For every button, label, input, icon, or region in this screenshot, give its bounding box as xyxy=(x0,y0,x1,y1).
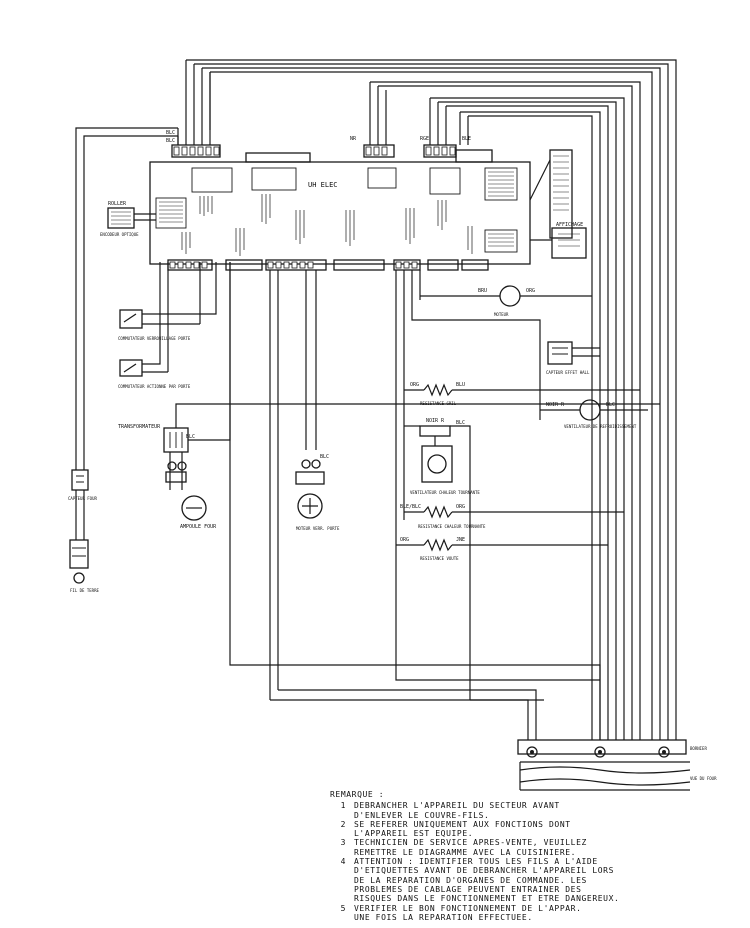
heating-elements: BRU ORG MOTEUR ORG BLU RESISTANCE GRIL N… xyxy=(395,270,640,700)
ampoule-label: AMPOULE FOUR xyxy=(180,524,217,530)
wire-label-bru: BRU xyxy=(478,288,487,294)
note-number: 1 xyxy=(340,801,346,811)
top-bus-wires xyxy=(75,59,677,740)
moteur-verr-label: MOTEUR VERR. PORTE xyxy=(296,526,340,531)
bornier-label: BORNIER xyxy=(690,746,707,751)
wire-label-blc: BLC xyxy=(186,434,195,440)
note-text: VERIFIER LE BON FONCTIONNEMENT DE L'APPA… xyxy=(354,903,582,922)
top-connectors xyxy=(171,144,493,163)
left-components: COMMUTATEUR VERROUILLAGE PORTE COMMUTATE… xyxy=(68,262,660,593)
note-number: 2 xyxy=(340,819,346,829)
wire-label-org: ORG xyxy=(526,288,535,294)
notes-title: REMARQUE : xyxy=(330,790,385,799)
wire-label-vent-blc: BLC xyxy=(456,420,465,426)
wire-label-moteur: BLC xyxy=(320,454,329,460)
note-number: 5 xyxy=(340,903,346,913)
wire-label-vr-noir: NOIR R xyxy=(546,402,565,408)
wire-label-rct-org: ORG xyxy=(456,504,465,510)
ventilateur-chaleur-label: VENTILATEUR CHALEUR TOURNANTE xyxy=(410,490,480,495)
bus-label-blc-2: BLC xyxy=(166,138,175,144)
resistance-voute-label: RESISTANCE VOUTE xyxy=(420,556,459,561)
ventilateur-refroid-label: VENTILATEUR DE REFROIDISSEMENT xyxy=(564,424,637,429)
note-number: 4 xyxy=(340,857,346,867)
note-text: TECHNICIEN DE SERVICE APRES-VENTE, VEUIL… xyxy=(354,838,587,857)
resistance-chaleur-label: RESISTANCE CHALEUR TOURNANTE xyxy=(418,524,486,529)
affichage-label: AFFICHAGE xyxy=(556,222,583,228)
board-title: UH ELEC xyxy=(308,181,338,189)
bornier: BORNIER VUE DU FOUR xyxy=(517,739,717,791)
note-text: ATTENTION : IDENTIFIER TOUS LES FILS A L… xyxy=(354,857,620,904)
roller-encoder: ROLLER ENCODEUR OPTIQUE xyxy=(100,201,156,237)
moteur-verr: BLC MOTEUR VERR. PORTE xyxy=(269,270,340,700)
moteur-label: MOTEUR xyxy=(494,312,509,317)
affichage: AFFICHAGE xyxy=(529,149,587,259)
commutateur-porte-label: COMMUTATEUR ACTIONNE PAR PORTE xyxy=(118,384,191,389)
wire-label-ble-blc: BLE/BLC xyxy=(400,504,421,510)
control-board: UH ELEC xyxy=(149,161,531,271)
bus-label-nr: NR xyxy=(350,136,357,142)
bus-label-blc: BLC xyxy=(166,130,175,136)
wire-label-gril-blu: BLU xyxy=(456,382,465,388)
note-text: DEBRANCHER L'APPAREIL DU SECTEUR AVANT D… xyxy=(354,801,560,820)
wire-label-rv-jne: JNE xyxy=(456,537,465,543)
bottom-return-wires xyxy=(209,72,601,740)
note-text: SE REFERER UNIQUEMENT AUX FONCTIONS DONT… xyxy=(354,819,571,839)
bus-wire-labels: BLC BLC NR RGE BLE xyxy=(166,130,471,144)
resistance-gril-label: RESISTANCE GRIL xyxy=(420,401,457,406)
wire-label-noir-r: NOIR R xyxy=(426,418,445,424)
note-item: 1 DEBRANCHER L'APPAREIL DU SECTEUR AVANT… xyxy=(330,801,735,820)
note-item: 5 VERIFIER LE BON FONCTIONNEMENT DE L'AP… xyxy=(330,904,735,923)
bus-label-rge: RGE xyxy=(420,136,429,142)
note-number: 3 xyxy=(340,838,346,848)
note-item: 2 SE REFERER UNIQUEMENT AUX FONCTIONS DO… xyxy=(330,820,735,839)
note-item: 3 TECHNICIEN DE SERVICE APRES-VENTE, VEU… xyxy=(330,838,735,857)
notes-section: REMARQUE : 1 DEBRANCHER L'APPAREIL DU SE… xyxy=(330,790,735,922)
fil-label: FIL DE TERRE xyxy=(70,588,99,593)
transformateur-label: TRANSFORMATEUR xyxy=(118,424,161,430)
capteur-four-label: CAPTEUR FOUR xyxy=(68,496,97,501)
note-item: 4 ATTENTION : IDENTIFIER TOUS LES FILS A… xyxy=(330,857,735,903)
roller-label: ROLLER xyxy=(108,201,127,207)
wire-label-gril-org: ORG xyxy=(410,382,419,388)
vue-four-label: VUE DU FOUR xyxy=(690,776,717,781)
commutateur-verrou-label: COMMUTATEUR VERROUILLAGE PORTE xyxy=(118,336,191,341)
capteur-effet-label: CAPTEUR EFFET HALL xyxy=(546,370,590,375)
wire-label-rv-org: ORG xyxy=(400,537,409,543)
right-components: CAPTEUR EFFET HALL NOIR R BLC VENTILATEU… xyxy=(540,341,648,429)
bus-label-ble: BLE xyxy=(462,136,471,142)
roller-sub-label: ENCODEUR OPTIQUE xyxy=(100,232,139,237)
wire-label-vr-blc: BLC xyxy=(606,402,615,408)
